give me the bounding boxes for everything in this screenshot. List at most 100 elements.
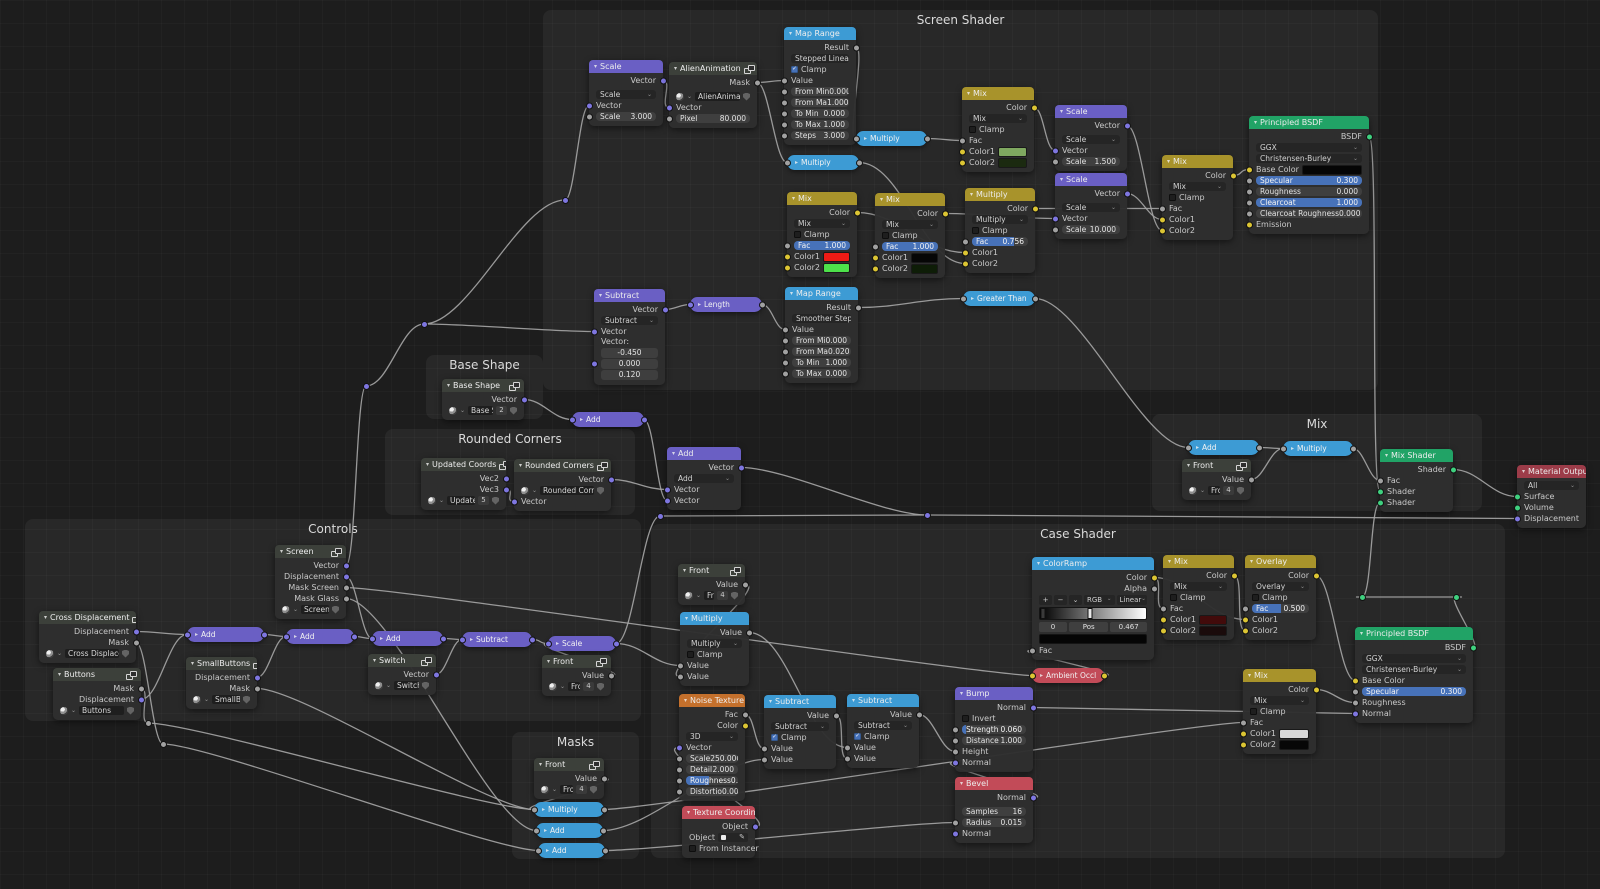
- socket[interactable]: [783, 264, 791, 271]
- socket[interactable]: [1159, 627, 1167, 634]
- socket[interactable]: [675, 744, 683, 751]
- socket[interactable]: [1239, 719, 1247, 726]
- dropdown-select[interactable]: Subtract⌄: [601, 316, 658, 325]
- socket[interactable]: [502, 475, 510, 482]
- socket[interactable]: [1245, 199, 1253, 206]
- node-header[interactable]: ▾Mix: [1163, 555, 1234, 568]
- node-header[interactable]: ▾Subtract: [847, 694, 919, 707]
- node-addPillC3[interactable]: ▸Add: [368, 631, 447, 646]
- socket[interactable]: [432, 671, 440, 678]
- socket[interactable]: [1513, 515, 1521, 522]
- socket[interactable]: [1469, 644, 1477, 651]
- add-stop-button[interactable]: +: [1039, 595, 1052, 605]
- socket[interactable]: [1351, 677, 1359, 684]
- socket[interactable]: [568, 416, 576, 423]
- socket[interactable]: [760, 756, 768, 763]
- dropdown-select[interactable]: Overlay⌄: [1252, 582, 1309, 591]
- socket[interactable]: [137, 696, 145, 703]
- node-header[interactable]: ▾Overlay: [1245, 555, 1316, 568]
- socket[interactable]: [132, 628, 140, 635]
- checkbox[interactable]: [687, 651, 694, 658]
- node-header[interactable]: ▾Front: [1182, 459, 1251, 472]
- node-lengthPill[interactable]: ▸Length: [686, 297, 766, 312]
- group-name-field[interactable]: Switch: [394, 681, 419, 690]
- socket[interactable]: [781, 370, 789, 377]
- dropdown-select[interactable]: Mix⌄: [1250, 696, 1309, 705]
- fake-user-shield-icon[interactable]: [243, 695, 250, 704]
- socket[interactable]: [781, 348, 789, 355]
- dropdown-select[interactable]: Mix⌄: [794, 219, 850, 228]
- reroute-dot[interactable]: [656, 512, 664, 520]
- dropdown-select[interactable]: Scale⌄: [1062, 135, 1120, 144]
- socket[interactable]: [1150, 574, 1158, 581]
- node-header[interactable]: ▾SmallButtons: [186, 657, 257, 670]
- interpolation-select[interactable]: Linear⌄: [1116, 595, 1147, 605]
- reroute-dot[interactable]: [420, 320, 428, 328]
- node-header[interactable]: ▾AlienAnimation: [669, 62, 757, 75]
- socket[interactable]: [780, 132, 788, 139]
- socket[interactable]: [253, 674, 261, 681]
- socket[interactable]: [780, 99, 788, 106]
- user-count-badge[interactable]: 4: [1223, 486, 1234, 495]
- socket[interactable]: [1051, 215, 1059, 222]
- socket[interactable]: [1028, 647, 1036, 654]
- node-header[interactable]: ▾Bump: [955, 687, 1033, 700]
- dropdown-select[interactable]: Christensen-Burley⌄: [1362, 665, 1466, 674]
- gradient-bar[interactable]: [1039, 607, 1147, 620]
- node-header[interactable]: ▾Front: [542, 655, 611, 668]
- socket[interactable]: [951, 737, 959, 744]
- node-header[interactable]: ▾Map Range: [784, 27, 856, 40]
- socket[interactable]: [1376, 499, 1384, 506]
- socket[interactable]: [1123, 190, 1131, 197]
- node-header[interactable]: ▾Add: [667, 447, 741, 460]
- socket[interactable]: [607, 672, 615, 679]
- group-name-field[interactable]: Front: [568, 682, 580, 691]
- vector-component-field[interactable]: -0.450: [601, 348, 658, 358]
- fake-user-shield-icon[interactable]: [510, 406, 517, 415]
- dropdown-select[interactable]: All⌄: [1524, 481, 1579, 490]
- socket[interactable]: [1241, 605, 1249, 612]
- socket[interactable]: [741, 722, 749, 729]
- socket[interactable]: [780, 88, 788, 95]
- socket[interactable]: [1028, 672, 1036, 679]
- user-count-badge[interactable]: 4: [583, 682, 594, 691]
- socket[interactable]: [585, 102, 593, 109]
- dropdown-select[interactable]: Scale⌄: [1062, 203, 1120, 212]
- socket[interactable]: [1229, 172, 1237, 179]
- node-header[interactable]: ▾Scale: [1055, 105, 1127, 118]
- socket[interactable]: [675, 777, 683, 784]
- socket[interactable]: [502, 486, 510, 493]
- socket[interactable]: [1241, 616, 1249, 623]
- checkbox[interactable]: ✓: [791, 65, 798, 73]
- socket[interactable]: [852, 44, 860, 51]
- socket[interactable]: [1255, 444, 1263, 451]
- socket[interactable]: [1376, 488, 1384, 495]
- color-swatch[interactable]: [997, 146, 1027, 157]
- socket[interactable]: [915, 711, 923, 718]
- node-header[interactable]: ▾Buttons: [53, 668, 141, 681]
- checkbox[interactable]: [794, 231, 801, 238]
- dropdown-select[interactable]: Scale⌄: [596, 90, 656, 99]
- socket[interactable]: [1312, 686, 1320, 693]
- socket[interactable]: [439, 635, 447, 642]
- socket[interactable]: [590, 360, 598, 368]
- node-mulPillM[interactable]: ▸Multiply: [530, 802, 608, 817]
- socket[interactable]: [342, 573, 350, 580]
- node-header[interactable]: ▾Noise Texture: [679, 694, 745, 707]
- node-header[interactable]: ▾ColorRamp: [1032, 557, 1154, 570]
- fake-user-shield-icon[interactable]: [597, 486, 604, 495]
- socket[interactable]: [958, 159, 966, 166]
- ramp-stop-handle[interactable]: [1087, 608, 1092, 619]
- node-header[interactable]: ▾Scale: [1055, 173, 1127, 186]
- color-swatch[interactable]: [822, 251, 850, 262]
- eyedropper-icon[interactable]: ✎: [739, 833, 745, 841]
